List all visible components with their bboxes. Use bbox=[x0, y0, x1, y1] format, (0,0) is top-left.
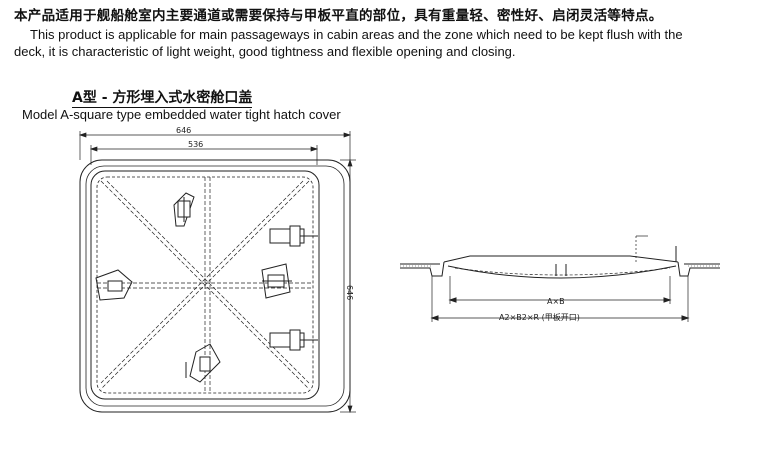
dimension-label-overall-width: 646 bbox=[176, 126, 192, 135]
section-label-axb: A×B bbox=[547, 297, 565, 306]
dog-handle-left bbox=[95, 269, 133, 301]
hatch-cover-plate bbox=[90, 170, 320, 400]
hinge-upper bbox=[269, 225, 318, 247]
section-view bbox=[400, 235, 720, 322]
dimension-label-inner-width: 536 bbox=[188, 140, 204, 149]
intro-text-english-line-1: This product is applicable for main pass… bbox=[30, 27, 683, 42]
dog-handle-right bbox=[261, 263, 292, 299]
model-title-english: Model A-square type embedded water tight… bbox=[22, 107, 341, 122]
dog-handle-bottom bbox=[185, 343, 221, 383]
intro-text-english-line-2: deck, it is characteristic of light weig… bbox=[14, 44, 516, 59]
dog-handle-top bbox=[173, 192, 195, 227]
section-label-deck-opening: A2×B2×R (甲板开口) bbox=[499, 313, 580, 322]
intro-text-chinese: 本产品适用于舰船舱室内主要通道或需要保持与甲板平直的部位，具有重量轻、密性好、启… bbox=[14, 8, 663, 24]
dimension-lines bbox=[78, 131, 356, 414]
dimension-label-overall-height: 646 bbox=[345, 285, 354, 301]
hinge-lower bbox=[269, 329, 318, 351]
model-title-chinese: A型 - 方形埋入式水密舱口盖 bbox=[72, 87, 253, 108]
hatch-outer-frame bbox=[79, 159, 351, 413]
